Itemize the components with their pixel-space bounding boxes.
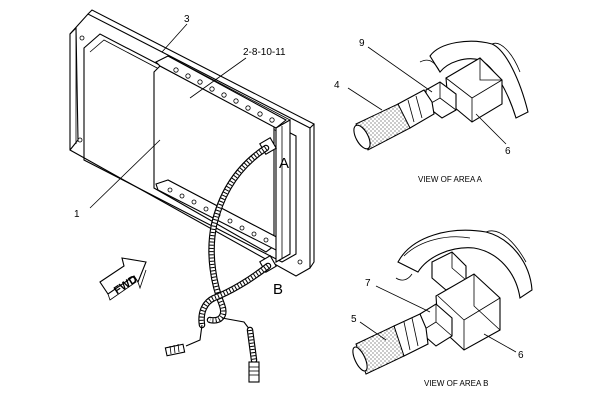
leader-1 xyxy=(89,139,161,209)
view-area-b xyxy=(352,229,533,375)
fwd-arrow: FWD xyxy=(99,257,147,301)
hose-upper xyxy=(206,144,270,324)
top-bolt-row xyxy=(173,67,275,123)
view-a-callout-4: 4 xyxy=(334,80,340,91)
leader-2-8-10-11 xyxy=(189,57,247,99)
callout-1: 1 xyxy=(74,209,80,220)
leader-3 xyxy=(161,23,188,53)
view-a-callout-9: 9 xyxy=(359,38,365,49)
view-b-callout-7: 7 xyxy=(365,278,371,289)
callout-3: 3 xyxy=(184,14,190,25)
hose-end-left xyxy=(164,324,203,357)
hose-end-right xyxy=(221,317,260,383)
area-letter-a: A xyxy=(279,155,289,172)
view-b-callout-5: 5 xyxy=(351,314,357,325)
view-a-callout-6: 6 xyxy=(505,146,511,157)
view-b-callout-6: 6 xyxy=(518,350,524,361)
area-letter-b: B xyxy=(273,281,283,298)
cooler-core xyxy=(153,55,291,273)
view-b-caption: VIEW OF AREA B xyxy=(424,379,488,388)
hose-lower xyxy=(198,262,272,329)
view-a-caption: VIEW OF AREA A xyxy=(418,175,483,184)
callout-2-8-10-11: 2-8-10-11 xyxy=(243,47,286,58)
view-area-a xyxy=(347,40,529,151)
mounting-frame xyxy=(69,9,315,277)
